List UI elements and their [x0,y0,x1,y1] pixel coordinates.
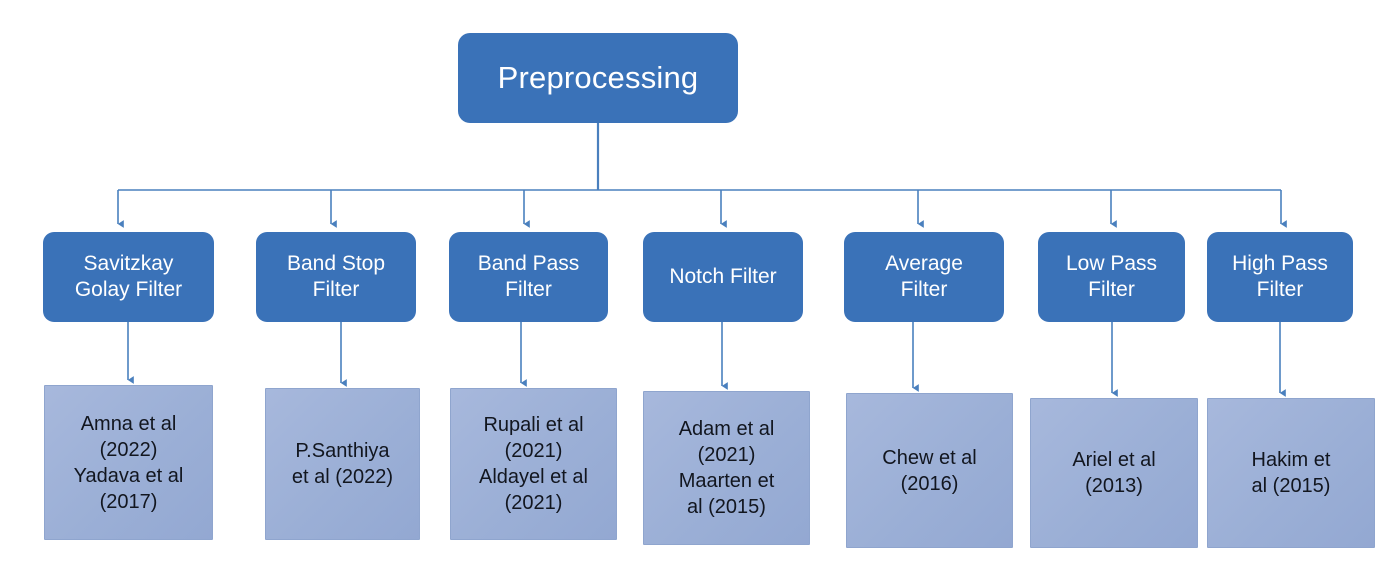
reference-box-savitzkay-golay-label: Amna et al (2022) Yadava et al (2017) [73,412,184,513]
node-savitzkay-golay-filter[interactable]: Savitzkay Golay Filter [43,232,214,322]
node-high-pass-filter[interactable]: High Pass Filter [1207,232,1353,322]
node-average-filter[interactable]: Average Filter [844,232,1004,322]
node-band-stop-filter[interactable]: Band Stop Filter [256,232,416,322]
node-notch-filter-label: Notch Filter [669,264,777,288]
node-notch-filter[interactable]: Notch Filter [643,232,803,322]
reference-box-band-pass[interactable]: Rupali et al (2021) Aldayel et al (2021) [450,388,617,540]
node-high-pass-filter-label: High Pass Filter [1232,251,1328,301]
node-preprocessing-label: Preprocessing [497,60,699,96]
reference-box-savitzkay-golay[interactable]: Amna et al (2022) Yadava et al (2017) [44,385,213,540]
reference-box-notch-label: Adam et al (2021) Maarten et al (2015) [678,418,775,518]
node-savitzkay-golay-filter-label: Savitzkay Golay Filter [74,251,183,301]
node-low-pass-filter-label: Low Pass Filter [1065,251,1158,301]
reference-box-high-pass[interactable]: Hakim et al (2015) [1207,398,1375,548]
reference-box-average[interactable]: Chew et al (2016) [846,393,1013,548]
node-preprocessing[interactable]: Preprocessing [458,33,738,123]
reference-box-low-pass-label: Ariel et al (2013) [1072,449,1156,497]
reference-box-band-stop[interactable]: P.Santhiya et al (2022) [265,388,420,540]
reference-box-low-pass[interactable]: Ariel et al (2013) [1030,398,1198,548]
node-band-pass-filter-label: Band Pass Filter [477,251,580,301]
node-band-stop-filter-label: Band Stop Filter [286,251,386,301]
node-low-pass-filter[interactable]: Low Pass Filter [1038,232,1185,322]
reference-box-notch[interactable]: Adam et al (2021) Maarten et al (2015) [643,391,810,545]
reference-box-high-pass-label: Hakim et al (2015) [1251,449,1331,497]
reference-box-average-label: Chew et al (2016) [882,446,977,495]
reference-box-band-pass-label: Rupali et al (2021) Aldayel et al (2021) [479,414,588,514]
node-average-filter-label: Average Filter [885,251,963,301]
reference-box-band-stop-label: P.Santhiya et al (2022) [291,440,394,488]
node-band-pass-filter[interactable]: Band Pass Filter [449,232,608,322]
